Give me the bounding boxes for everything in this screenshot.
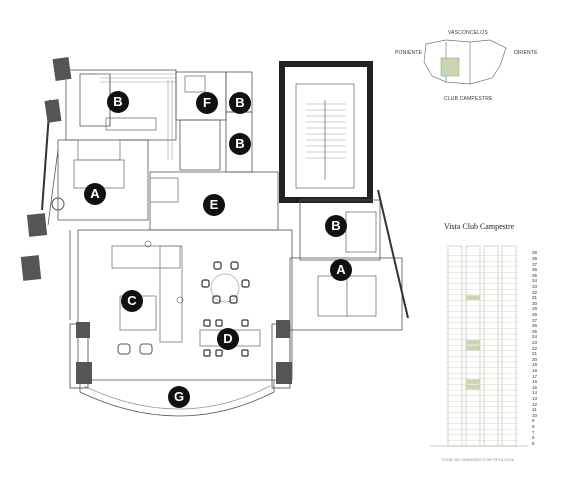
room-label-e-hall: E [203,194,225,216]
floor-number: 14 [532,390,538,396]
floor-number: 16 [532,379,538,385]
floor-number: 22 [532,345,538,351]
compass-west: PONIENTE [395,50,423,56]
room-label-g-terrace: G [168,386,190,408]
floor-number: 30 [532,300,538,306]
tower-title: Vista Club Campestre [444,222,515,231]
floor-number: 32 [532,289,538,295]
room-label-d-dining: D [217,328,239,350]
room-label-b-bath-2: B [229,92,251,114]
tower-footer: TOTAL DE UNIDADES POR TIPOLOGIA [441,457,515,462]
floor-number: 24 [532,334,538,340]
floor-number: 39 [532,250,538,256]
room-label-c-living: C [121,290,143,312]
floor-number: 28 [532,311,538,317]
floor-number: 11 [532,407,537,413]
floor-number: 6 [532,435,535,441]
compass-south: CLUB CAMPESTRE [444,96,493,102]
room-label-b-bath-1: B [107,91,129,113]
compass-east: ORIENTE [514,50,538,56]
floor-number: 12 [532,401,538,407]
floor-number: 26 [532,323,538,329]
floor-number: 10 [532,412,538,418]
floor-number: 9 [532,418,535,424]
floor-number: 17 [532,373,538,379]
floor-number: 29 [532,306,538,312]
compass-north: VASCONCELOS [448,30,488,36]
floor-number: 15 [532,384,538,390]
floor-number: 5 [532,440,535,446]
floor-number: 21 [532,351,538,357]
room-label-b-bath-3: B [229,133,251,155]
floor-number: 35 [532,272,538,278]
floor-number: 23 [532,339,538,345]
floor-number: 18 [532,367,538,373]
floor-number: 34 [532,278,538,284]
floor-number: 20 [532,356,538,362]
room-label-a-bedroom-1: A [84,183,106,205]
floor-number: 19 [532,362,538,368]
floor-number: 33 [532,283,538,289]
floor-number: 13 [532,395,538,401]
floor-number: 25 [532,328,538,334]
room-label-b-bath-4: B [325,215,347,237]
bedroom-a-upper [57,139,149,221]
floor-number: 37 [532,261,538,267]
room-label-a-bedroom-2: A [330,259,352,281]
living-room [77,229,293,381]
floor-number: 31 [532,295,538,301]
floor-number: 38 [532,255,538,261]
floor-number: 36 [532,267,538,273]
floor-number: 7 [532,429,535,435]
floor-number: 8 [532,423,535,429]
floor-number: 27 [532,317,538,323]
room-label-f: F [196,92,218,114]
terrace-g [79,380,275,417]
